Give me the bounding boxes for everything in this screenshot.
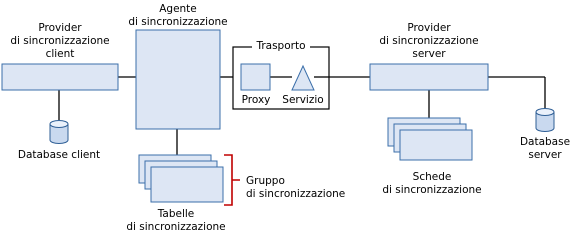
service-label: Servizio [282, 94, 324, 106]
server-database-label-line2: server [528, 149, 562, 161]
agent-box [135, 29, 221, 130]
sync-group-label-line1: Gruppo [246, 175, 285, 187]
client-provider-label-line3: client [45, 48, 75, 60]
client-sync-tables-stack [138, 154, 224, 203]
client-database-icon [49, 120, 69, 144]
client-provider-label-line2: di sincronizzazione [10, 35, 110, 47]
server-sync-tables-label-line2: di sincronizzazione [382, 184, 482, 196]
client-sync-tables-label-line2: di sincronizzazione [126, 221, 226, 233]
server-sync-tables-label: Schede di sincronizzazione [372, 171, 492, 197]
transport-title-gap [252, 42, 310, 52]
server-database-icon [535, 108, 555, 132]
agent-label: Agente di sincronizzazione [118, 3, 238, 29]
server-database-label: Database server [515, 136, 575, 162]
agent-label-line2: di sincronizzazione [128, 16, 228, 28]
client-provider-box [1, 63, 119, 91]
server-provider-label-line3: server [412, 48, 446, 60]
server-provider-label-line1: Provider [407, 22, 451, 34]
server-provider-box [369, 63, 489, 91]
server-provider-label: Provider di sincronizzazione server [364, 22, 494, 61]
server-sync-tables-label-line1: Schede [412, 171, 452, 183]
client-database-label: Database client [17, 149, 101, 161]
transport-label: Trasporto [256, 40, 306, 52]
server-database-label-line1: Database [519, 136, 571, 148]
connector-lines [58, 76, 546, 155]
client-provider-label-line1: Provider [38, 22, 82, 34]
client-provider-label: Provider di sincronizzazione client [0, 22, 120, 61]
client-sync-tables-label-line1: Tabelle [157, 208, 195, 220]
server-table-front [399, 129, 473, 161]
agent-label-line1: Agente [159, 3, 197, 15]
server-sync-tables-stack [387, 117, 473, 161]
proxy-box [240, 63, 271, 91]
proxy-label: Proxy [241, 94, 271, 106]
service-triangle [291, 64, 315, 91]
client-table-front [150, 166, 224, 203]
server-provider-label-line2: di sincronizzazione [379, 35, 479, 47]
sync-group-bracket [224, 154, 240, 206]
sync-group-label-line2: di sincronizzazione [246, 188, 346, 200]
client-sync-tables-label: Tabelle di sincronizzazione [116, 208, 236, 234]
sync-group-label: Gruppo di sincronizzazione [246, 175, 356, 201]
